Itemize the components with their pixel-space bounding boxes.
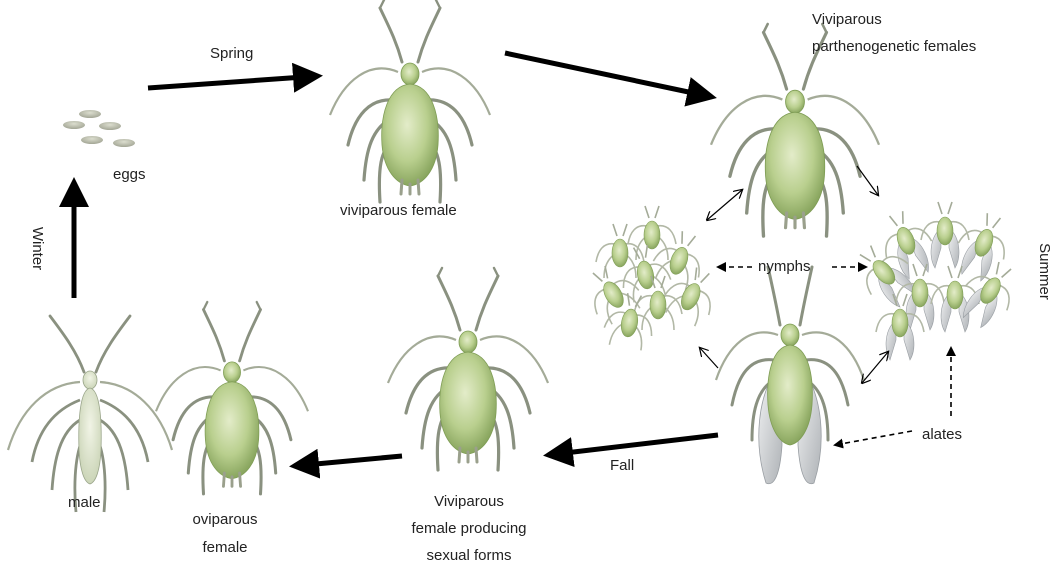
label-oviparous-line2: female xyxy=(175,538,275,557)
label-fall: Fall xyxy=(610,456,634,475)
to-summer-arrow xyxy=(505,53,712,97)
sexual-forms-producer-aphid xyxy=(388,268,548,470)
label-alates: alates xyxy=(922,425,962,444)
nymphs-cluster-wingless xyxy=(578,206,725,352)
to-oviparous-arrow xyxy=(294,456,402,466)
alate-to-nymphs-arrow xyxy=(700,348,718,368)
nymphs-cluster-winged xyxy=(847,202,1026,360)
alate-aphid xyxy=(716,267,864,484)
fall-arrow xyxy=(548,435,718,455)
female-to-winged-nymphs-arrow xyxy=(857,166,878,195)
alate-winged-nymphs-double-arrow xyxy=(862,352,888,383)
label-producing-line3: sexual forms xyxy=(409,546,529,565)
eggs-cluster xyxy=(63,110,135,147)
label-eggs: eggs xyxy=(113,165,146,184)
label-producing-line1: Viviparous xyxy=(409,492,529,511)
label-winter: Winter xyxy=(28,227,47,270)
female-nymphs-double-arrow xyxy=(707,190,742,220)
male-aphid xyxy=(8,316,172,512)
viviparous-female-aphid xyxy=(330,0,490,202)
label-oviparous-line1: oviparous xyxy=(175,510,275,529)
label-spring: Spring xyxy=(210,44,253,63)
label-parthenogenetic-line2: parthenogenetic females xyxy=(812,37,976,56)
label-male: male xyxy=(68,493,101,512)
label-viviparous-female: viviparous female xyxy=(340,201,457,220)
alates-dashed-arrow-left xyxy=(835,431,912,445)
label-nymphs: nymphs xyxy=(758,257,811,276)
label-summer: Summer xyxy=(1035,243,1054,300)
label-parthenogenetic-line1: Viviparous xyxy=(812,10,882,29)
label-producing-line2: female producing xyxy=(399,519,539,538)
spring-arrow xyxy=(148,76,318,88)
oviparous-female-aphid xyxy=(156,302,308,494)
